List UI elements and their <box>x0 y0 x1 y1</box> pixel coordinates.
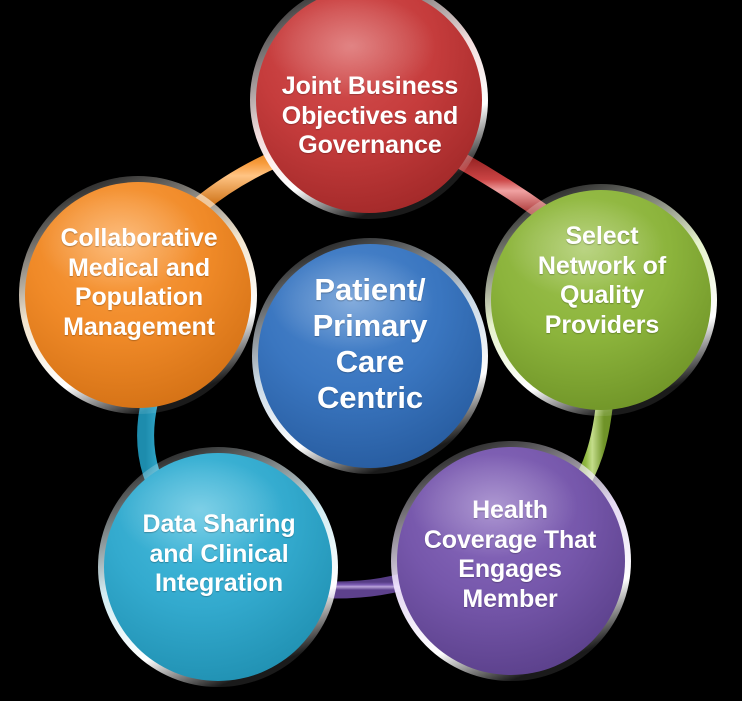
node-center-patient-primary-care-centric[interactable] <box>252 238 488 474</box>
node-select-network-of-quality-providers[interactable] <box>485 184 717 416</box>
node-health-coverage-that-engages-member[interactable] <box>391 441 631 681</box>
node-joint-business-objectives-and-governance[interactable] <box>250 0 488 219</box>
node-collaborative-medical-and-population-management[interactable] <box>19 176 257 414</box>
connector-purple-to-cyan <box>325 573 411 599</box>
node-data-sharing-and-clinical-integration[interactable] <box>98 447 338 687</box>
